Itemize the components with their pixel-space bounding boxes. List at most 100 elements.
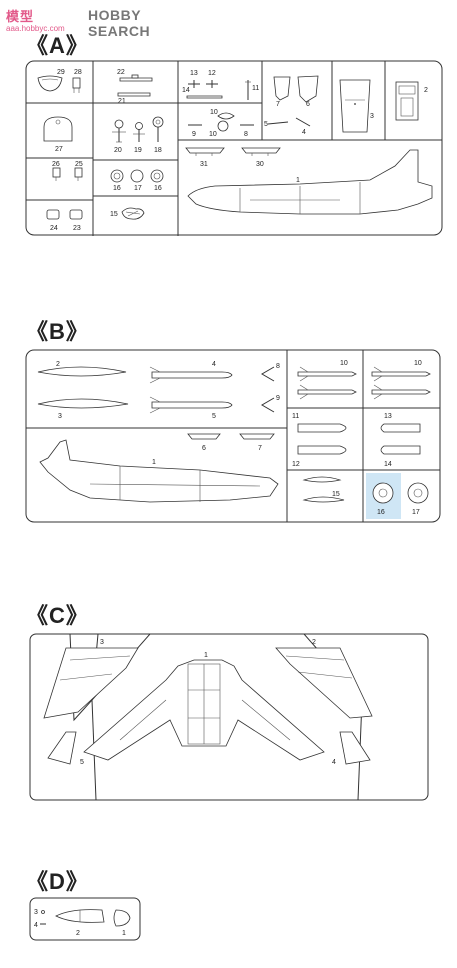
part-21-rod bbox=[117, 92, 151, 97]
part-label: 26 bbox=[52, 161, 60, 168]
part-label: 5 bbox=[80, 759, 84, 766]
part-1-fuselage-half-b bbox=[39, 439, 279, 503]
part-label: 10 bbox=[210, 109, 218, 116]
part-label: 16 bbox=[113, 185, 121, 192]
part-13-fairing bbox=[380, 423, 421, 433]
part-label: 23 bbox=[73, 225, 81, 232]
part-labels-a: 29 28 22 21 27 26 25 24 23 20 19 18 16 1… bbox=[50, 69, 428, 232]
part-3-panel bbox=[339, 79, 371, 133]
part-15-nose-parts bbox=[302, 476, 345, 503]
part-10b-missile-pair bbox=[371, 366, 431, 400]
part-30-pylon bbox=[241, 147, 281, 156]
part-12-strut bbox=[206, 80, 218, 88]
part-10b-ring bbox=[217, 120, 229, 132]
part-27-bulkhead bbox=[43, 116, 73, 142]
part-label: 5 bbox=[212, 413, 216, 420]
sprue-a bbox=[25, 60, 443, 236]
part-25-bracket bbox=[74, 167, 83, 181]
part-8-chevron bbox=[261, 366, 275, 382]
part-label: 16 bbox=[154, 185, 162, 192]
part-4-missile bbox=[149, 366, 233, 384]
part-label: 9 bbox=[276, 395, 280, 402]
part-label: 11 bbox=[292, 413, 299, 420]
part-label: 4 bbox=[34, 922, 38, 929]
part-label: 1 bbox=[204, 652, 208, 659]
part-31-pylon bbox=[185, 147, 225, 156]
part-label: 4 bbox=[302, 129, 306, 136]
part-label: 17 bbox=[134, 185, 142, 192]
part-24-block bbox=[46, 209, 60, 220]
part-label: 28 bbox=[74, 69, 82, 76]
part-1-lower-wing bbox=[83, 659, 325, 761]
part-label: 18 bbox=[154, 147, 162, 154]
part-6-pylon bbox=[187, 433, 221, 440]
part-5-fin bbox=[47, 731, 77, 765]
part-4-rod bbox=[295, 117, 311, 127]
part-19-landing-gear bbox=[133, 122, 145, 142]
section-title-d: 《D》 bbox=[26, 869, 89, 894]
part-label: 5 bbox=[264, 121, 268, 128]
part-11-fairing bbox=[297, 423, 347, 433]
part-3-wing-half bbox=[43, 647, 139, 719]
part-label: 29 bbox=[57, 69, 65, 76]
part-label: 30 bbox=[256, 161, 264, 168]
part-11-antenna bbox=[245, 80, 251, 100]
part-label: 3 bbox=[100, 639, 104, 646]
part-label: 8 bbox=[276, 363, 280, 370]
part-label: 13 bbox=[190, 70, 198, 77]
watermark-cn: 模型 bbox=[6, 9, 35, 24]
part-label: 13 bbox=[384, 413, 392, 420]
part-2-drop-tank-half bbox=[37, 366, 127, 377]
part-17-rear-cap bbox=[407, 482, 429, 504]
part-label: 1 bbox=[122, 930, 126, 937]
part-label: 22 bbox=[117, 69, 125, 76]
section-title-b: 《B》 bbox=[26, 319, 89, 344]
part-10-missile-pair bbox=[297, 366, 357, 400]
part-7-pylon bbox=[239, 433, 275, 440]
sprue-b bbox=[25, 349, 441, 523]
part-16-wheel bbox=[110, 169, 124, 183]
part-label: 15 bbox=[110, 211, 118, 218]
part-18-landing-gear bbox=[152, 116, 164, 142]
part-label: 8 bbox=[244, 131, 248, 138]
part-label: 19 bbox=[134, 147, 142, 154]
watermark-brand: HOBBY SEARCH bbox=[88, 7, 151, 39]
part-17-wheel bbox=[130, 169, 144, 183]
part-2-engine-face bbox=[395, 81, 419, 121]
part-label: 3 bbox=[370, 113, 374, 120]
part-16b-wheel bbox=[150, 169, 164, 183]
part-1-canopy-front bbox=[113, 909, 131, 927]
part-label: 4 bbox=[332, 759, 336, 766]
part-label: 21 bbox=[118, 98, 126, 105]
part-label: 1 bbox=[152, 459, 156, 466]
part-label: 14 bbox=[182, 87, 190, 94]
part-labels-d: 3 4 2 1 bbox=[34, 909, 126, 937]
part-label: 6 bbox=[306, 101, 310, 108]
part-2-canopy bbox=[55, 909, 105, 923]
part-label: 6 bbox=[202, 445, 206, 452]
part-2-wing-half bbox=[275, 647, 373, 719]
part-label: 12 bbox=[292, 461, 300, 468]
part-20-landing-gear bbox=[112, 119, 126, 143]
part-22-rod bbox=[119, 74, 153, 82]
part-label: 9 bbox=[192, 131, 196, 138]
part-5-pitot bbox=[267, 121, 289, 125]
part-label: 1 bbox=[296, 177, 300, 184]
part-label: 3 bbox=[34, 909, 38, 916]
part-label: 3 bbox=[58, 413, 62, 420]
part-23-block bbox=[69, 209, 83, 220]
part-label: 2 bbox=[76, 930, 80, 937]
part-label: 10 bbox=[340, 360, 348, 367]
part-label: 16 bbox=[377, 509, 385, 516]
part-28-seat bbox=[72, 77, 81, 93]
part-14-fairing bbox=[380, 445, 421, 455]
sprue-d bbox=[29, 897, 141, 941]
part-label: 31 bbox=[200, 161, 208, 168]
part-3-drop-tank-half bbox=[37, 398, 129, 409]
part-1-fuselage-half bbox=[187, 149, 433, 215]
part-6-intake-half bbox=[297, 75, 319, 103]
part-label: 14 bbox=[384, 461, 392, 468]
part-label: 10 bbox=[209, 131, 217, 138]
part-7-intake-half bbox=[273, 76, 291, 101]
